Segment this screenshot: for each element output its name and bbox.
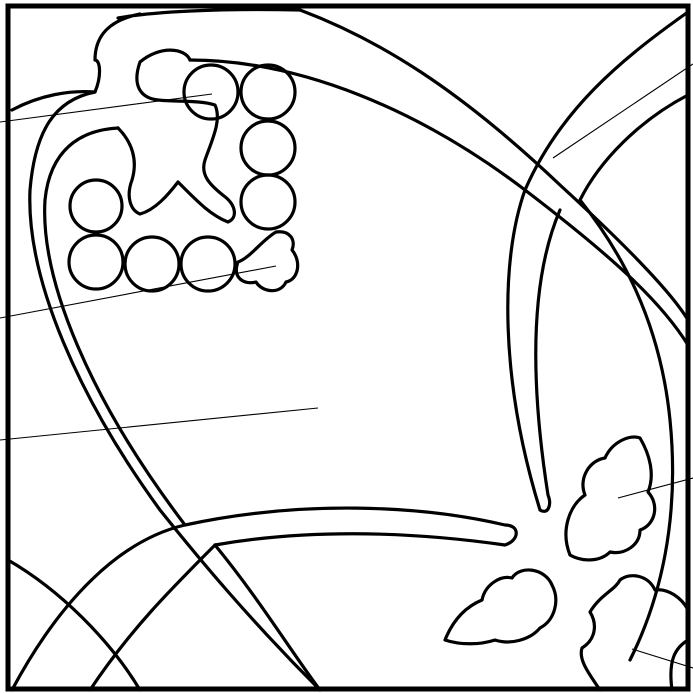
left-lobe-inner	[45, 128, 517, 690]
circle-6	[69, 235, 123, 289]
bottom-arc-1	[12, 525, 185, 690]
bottom-arc-3	[8, 560, 140, 690]
leader-central-lobe	[0, 408, 318, 440]
inner-scroll	[118, 50, 234, 222]
cross-arch-left	[508, 12, 688, 511]
circle-4	[241, 175, 295, 229]
lower-leaf	[445, 570, 556, 644]
arch-inner	[190, 60, 688, 345]
frame-border	[8, 6, 688, 689]
circle-7	[125, 237, 179, 291]
circle-3	[241, 121, 295, 175]
circle-1	[184, 65, 238, 119]
small-leaf	[236, 232, 297, 291]
leader-bottom-right-lobe	[632, 649, 693, 668]
right-leaf	[566, 437, 655, 560]
bottom-right-lobe	[581, 576, 688, 690]
leader-circles	[0, 94, 212, 122]
bottom-arc-2	[90, 545, 215, 690]
circle-5	[70, 180, 122, 232]
leader-right-leaf	[618, 478, 693, 498]
outer-scroll-band	[12, 9, 300, 110]
